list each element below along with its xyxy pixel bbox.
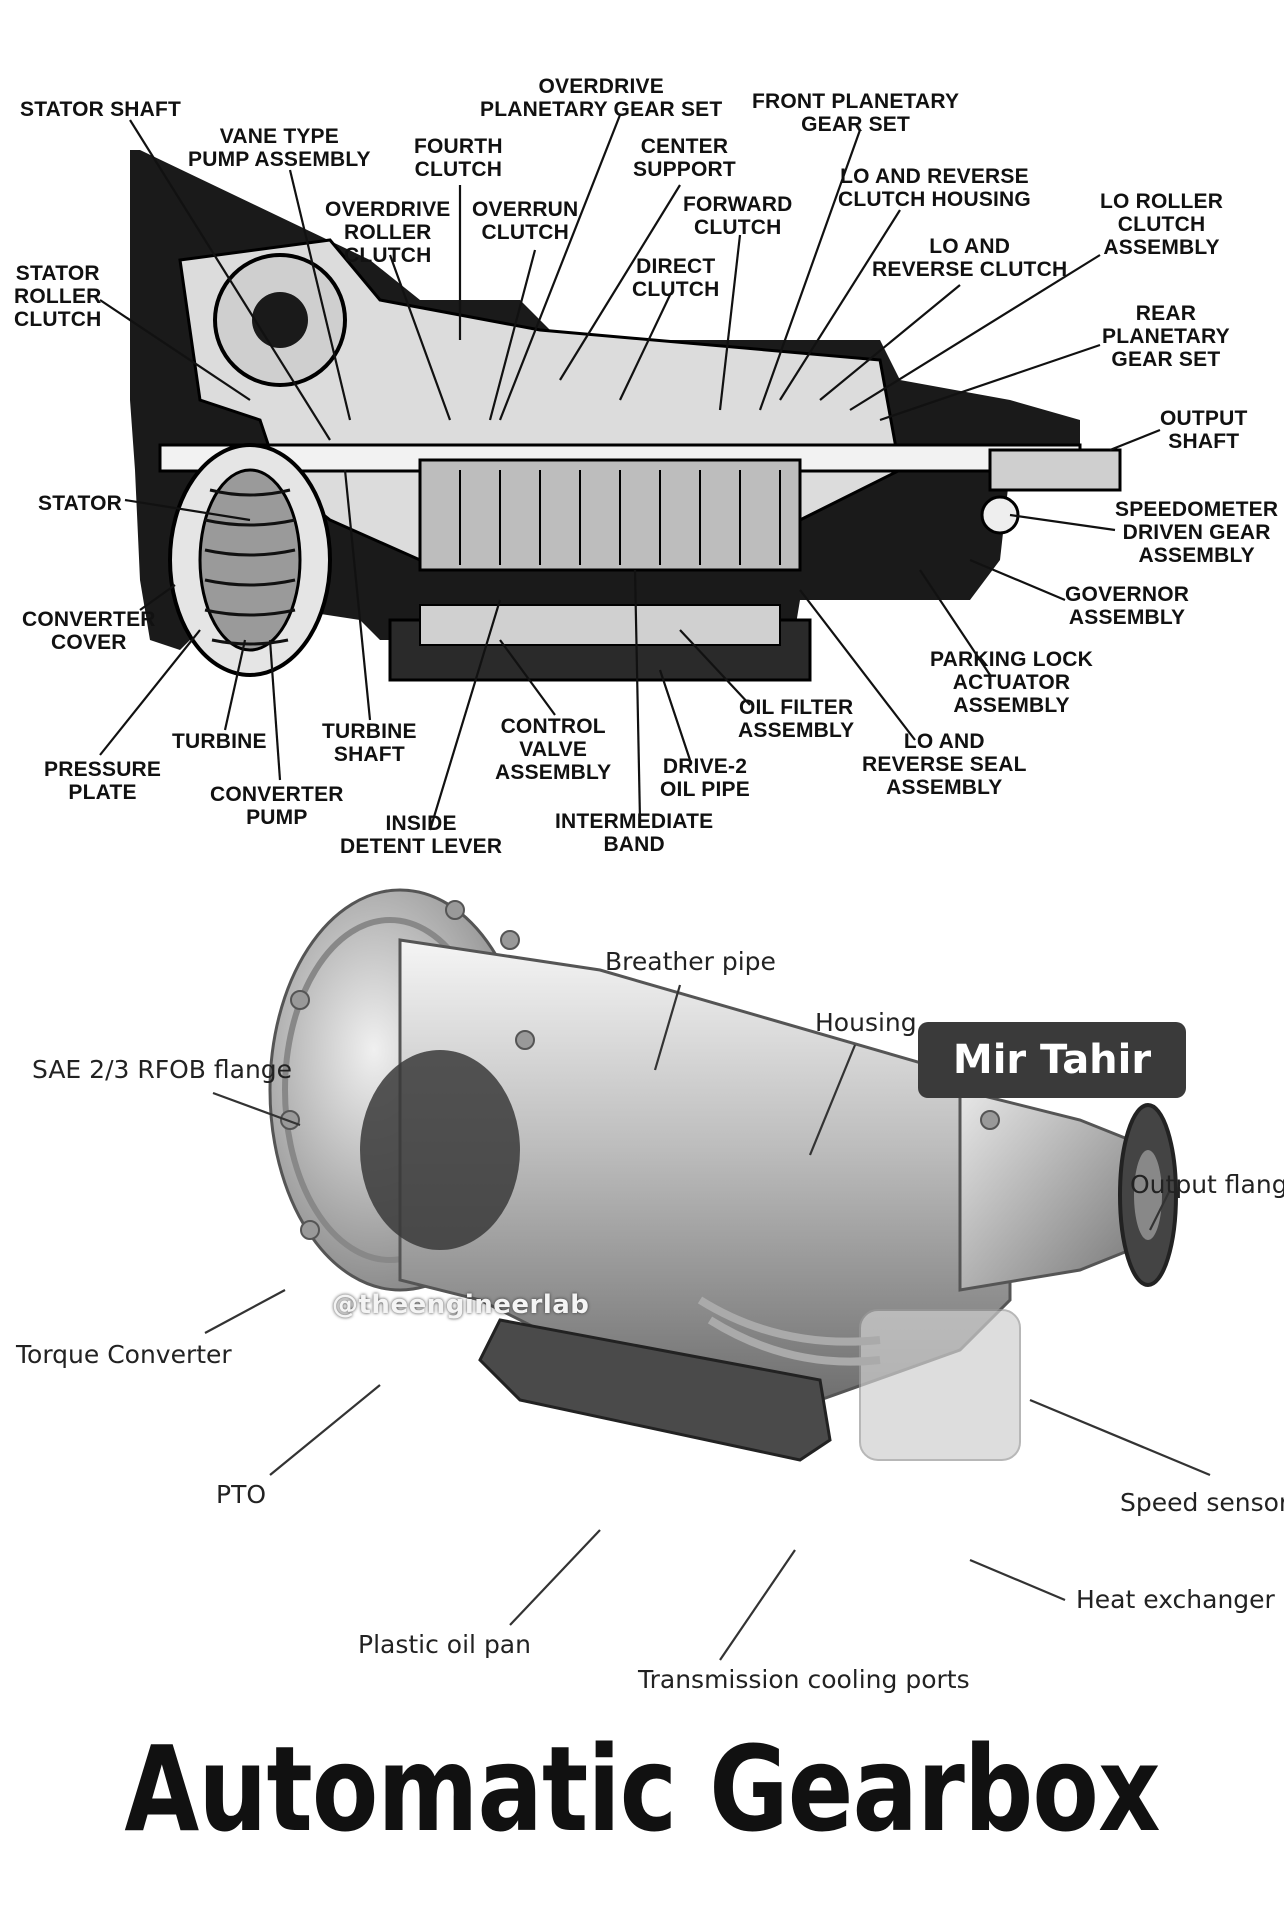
label-output-flange: Output flange [1130, 1170, 1284, 1199]
label-parking-lock-actuator-assembly: PARKING LOCK ACTUATOR ASSEMBLY [930, 648, 1094, 717]
output-shaft-cutaway [988, 448, 1122, 492]
label-speed-sensor: Speed sensor [1120, 1488, 1284, 1517]
label-drive-2-oil-pipe: DRIVE-2 OIL PIPE [660, 755, 750, 801]
label-vane-type-pump-assembly: VANE TYPE PUMP ASSEMBLY [188, 125, 371, 171]
label-oil-filter-assembly: OIL FILTER ASSEMBLY [738, 696, 855, 742]
label-lo-and-reverse-clutch-housing: LO AND REVERSE CLUTCH HOUSING [838, 165, 1031, 211]
label-control-valve-assembly: CONTROL VALVE ASSEMBLY [495, 715, 612, 784]
label-stator: STATOR [38, 492, 123, 515]
label-converter-pump: CONVERTER PUMP [210, 783, 344, 829]
label-direct-clutch: DIRECT CLUTCH [632, 255, 720, 301]
oil-pan-render [478, 1318, 832, 1462]
label-turbine: TURBINE [172, 730, 267, 753]
cooling-pipes [697, 1296, 881, 1366]
label-lo-roller-clutch-assembly: LO ROLLER CLUTCH ASSEMBLY [1100, 190, 1224, 259]
label-heat-exchanger: Heat exchanger [1076, 1585, 1275, 1614]
label-converter-cover: CONVERTER COVER [22, 608, 156, 654]
torque-converter-render [360, 1050, 520, 1250]
label-forward-clutch: FORWARD CLUTCH [683, 193, 793, 239]
gearbox-render [204, 888, 1211, 1661]
heat-exchanger-render [859, 1309, 1021, 1461]
cutaway-illustration [99, 114, 1161, 831]
label-speedometer-driven-gear-assembly: SPEEDOMETER DRIVEN GEAR ASSEMBLY [1115, 498, 1279, 567]
cutaway-diagram-panel: STATOR SHAFT OVERDRIVE PLANETARY GEAR SE… [0, 0, 1284, 880]
label-output-shaft: OUTPUT SHAFT [1160, 407, 1248, 453]
page-title: Automatic Gearbox [124, 1720, 1160, 1858]
label-lo-and-reverse-clutch: LO AND REVERSE CLUTCH [872, 235, 1068, 281]
label-pressure-plate: PRESSURE PLATE [44, 758, 162, 804]
label-overdrive-roller-clutch: OVERDRIVE ROLLER CLUTCH [325, 198, 451, 267]
turbine-blades [198, 468, 302, 652]
speedometer-gear-cutaway [980, 495, 1020, 535]
label-housing: Housing [815, 1008, 917, 1037]
label-front-planetary-gear-set: FRONT PLANETARY GEAR SET [752, 90, 960, 136]
leader-lines [99, 114, 1161, 831]
output-flange-hub [1134, 1150, 1162, 1240]
render-leader-lines [204, 984, 1211, 1661]
label-stator-shaft: STATOR SHAFT [20, 98, 182, 121]
label-pto: PTO [216, 1480, 267, 1509]
label-overdrive-planetary-gear-set: OVERDRIVE PLANETARY GEAR SET [480, 75, 723, 121]
label-turbine-shaft: TURBINE SHAFT [322, 720, 417, 766]
label-torque-converter: Torque Converter [16, 1340, 232, 1369]
label-intermediate-band: INTERMEDIATE BAND [555, 810, 714, 856]
label-plastic-oil-pan: Plastic oil pan [358, 1630, 531, 1659]
watermark-badge: Mir Tahir [918, 1022, 1186, 1098]
watermark-handle: @theengineerlab [332, 1290, 590, 1320]
render-panel: Breather pipe Housing SAE 2/3 RFOB flang… [0, 880, 1284, 1710]
label-rear-planetary-gear-set: REAR PLANETARY GEAR SET [1102, 302, 1230, 371]
label-transmission-cooling-ports: Transmission cooling ports [638, 1665, 970, 1694]
pump-hub [252, 292, 308, 348]
label-governor-assembly: GOVERNOR ASSEMBLY [1065, 583, 1190, 629]
label-inside-detent-lever: INSIDE DETENT LEVER [340, 812, 503, 858]
label-stator-roller-clutch: STATOR ROLLER CLUTCH [14, 262, 102, 331]
label-center-support: CENTER SUPPORT [633, 135, 736, 181]
label-fourth-clutch: FOURTH CLUTCH [414, 135, 503, 181]
valve-body-cutaway [419, 604, 781, 646]
label-sae-flange: SAE 2/3 RFOB flange [32, 1055, 293, 1084]
label-breather-pipe: Breather pipe [605, 947, 776, 976]
clutch-drum [418, 458, 802, 572]
label-overrun-clutch: OVERRUN CLUTCH [472, 198, 579, 244]
label-lo-and-reverse-seal-assembly: LO AND REVERSE SEAL ASSEMBLY [862, 730, 1027, 799]
